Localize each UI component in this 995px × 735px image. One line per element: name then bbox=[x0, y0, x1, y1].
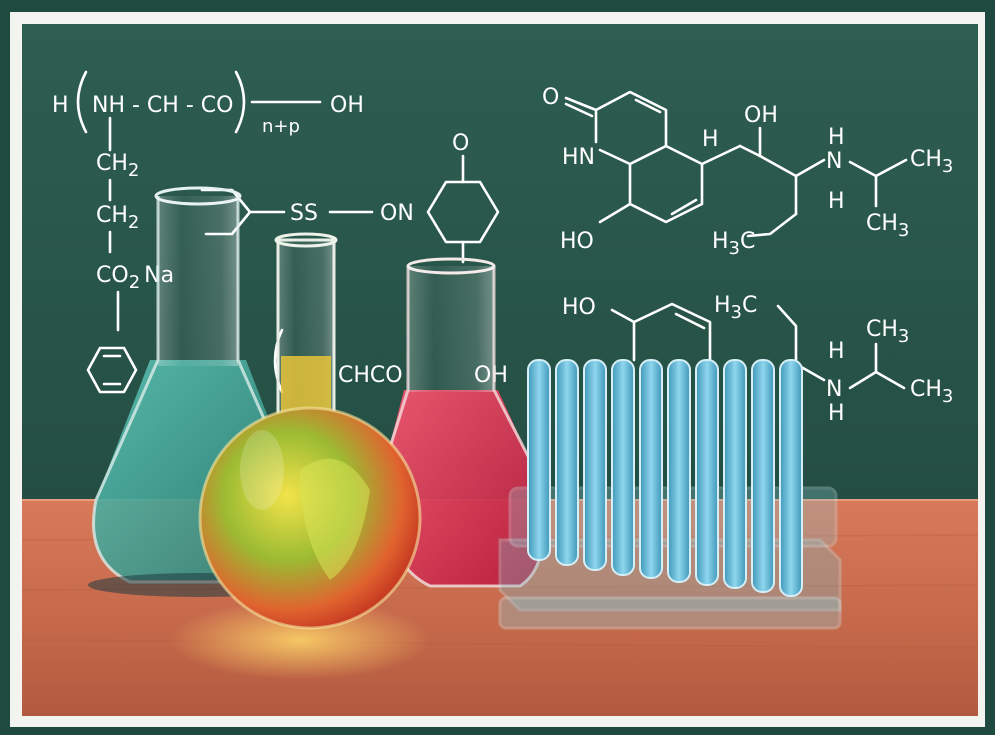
s-h3c: H bbox=[714, 293, 731, 318]
s-n: N bbox=[826, 377, 842, 402]
svg-text:H3C: H3C bbox=[712, 229, 755, 259]
s-ch3-a: CH bbox=[866, 317, 898, 342]
q-ho: HO bbox=[560, 229, 594, 254]
q-h3c-tail: C bbox=[740, 229, 755, 254]
svg-text:CH3: CH3 bbox=[910, 147, 953, 177]
ch2-b: CH bbox=[96, 203, 128, 228]
test-tubes bbox=[527, 359, 803, 597]
ss-label: SS bbox=[290, 201, 318, 226]
on-label: ON bbox=[380, 201, 414, 226]
s-ho: HO bbox=[562, 295, 596, 320]
yellow-glow bbox=[170, 600, 430, 680]
q-h3c-sub: 3 bbox=[729, 238, 740, 259]
q-ch3-b-sub: 3 bbox=[898, 220, 909, 241]
q-h: H bbox=[702, 127, 719, 152]
polymer-subscript: n+p bbox=[262, 116, 300, 137]
q-nh-h: H bbox=[828, 125, 845, 150]
red-erlenmeyer-flask bbox=[382, 257, 545, 588]
co2na: CO bbox=[96, 263, 129, 288]
round-bottom-flask bbox=[198, 232, 422, 630]
q-o: O bbox=[542, 85, 559, 110]
q-ch3-a-sub: 3 bbox=[942, 156, 953, 177]
o-top: O bbox=[452, 131, 469, 156]
svg-text:CH3: CH3 bbox=[866, 317, 909, 347]
q-ch3-b: CH bbox=[866, 211, 898, 236]
benzene-ring-left bbox=[86, 346, 138, 394]
s-ch3-b-sub: 3 bbox=[942, 386, 953, 407]
cyclohexane-ring bbox=[426, 180, 500, 244]
svg-text:CH3: CH3 bbox=[866, 211, 909, 241]
svg-text:CH2: CH2 bbox=[96, 203, 139, 233]
q-n: N bbox=[826, 149, 842, 174]
ch2-a: CH bbox=[96, 151, 128, 176]
s-ch3-a-sub: 3 bbox=[898, 326, 909, 347]
q-oh: OH bbox=[744, 103, 778, 128]
q-ch3-a: CH bbox=[910, 147, 942, 172]
q-hn: HN bbox=[562, 145, 595, 170]
co2na-sub: 2 bbox=[129, 272, 140, 293]
q-h-below: H bbox=[828, 189, 845, 214]
polymer-oh: OH bbox=[330, 93, 364, 118]
second-formula: HO H3C H N H CH3 CH3 bbox=[562, 293, 953, 426]
quinolinone-formula: O HN HO H OH H3C H N H CH3 CH3 bbox=[542, 85, 953, 259]
polymer-h: H bbox=[52, 93, 69, 118]
s-h3c-sub: 3 bbox=[731, 302, 742, 323]
test-tube-rack bbox=[498, 359, 842, 630]
s-h-bottom: H bbox=[828, 401, 845, 426]
s-ch3-b: CH bbox=[910, 377, 942, 402]
svg-text:CH2: CH2 bbox=[96, 151, 139, 181]
q-h3c: H bbox=[712, 229, 729, 254]
polymer-backbone: NH - CH - CO bbox=[92, 93, 233, 118]
svg-text:CH3: CH3 bbox=[910, 377, 953, 407]
s-h-top: H bbox=[828, 339, 845, 364]
ch2-a-sub: 2 bbox=[128, 160, 139, 181]
svg-text:H3C: H3C bbox=[714, 293, 757, 323]
ch2-b-sub: 2 bbox=[128, 212, 139, 233]
s-h3c-tail: C bbox=[742, 293, 757, 318]
chco-label: CHCO bbox=[338, 363, 403, 388]
